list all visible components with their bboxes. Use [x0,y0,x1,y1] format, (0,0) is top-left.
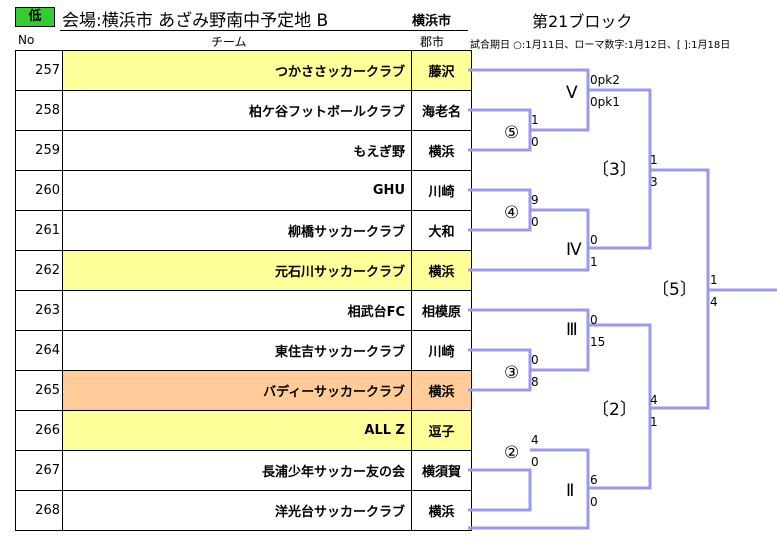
score-s3-bottom: 3 [650,175,658,189]
match-label-mV: Ⅴ [566,83,578,103]
score-m2-bottom: 0 [531,455,539,469]
team-city: 逗子 [411,410,472,451]
team-number: 268 [15,490,63,531]
team-name: つかささッカークラブ [62,50,412,91]
host-city: 横浜市 [412,14,452,29]
match-label-s2: 〔2〕 [592,400,637,420]
score-mIII-top: 0 [590,313,598,327]
team-name: バディーサッカークラブ [62,370,412,411]
match-label-m2: ② [504,443,519,463]
score-m2-top: 4 [531,433,539,447]
match-label-mIV: Ⅳ [566,240,582,260]
bracket-line-mIV [468,208,590,272]
team-number: 263 [15,290,63,331]
score-s2-top: 4 [650,393,658,407]
team-name: GHU [62,170,412,211]
match-label-m4: ④ [504,203,519,223]
team-city: 大和 [411,210,472,251]
score-mII-bottom: 0 [590,495,598,509]
score-s3-top: 1 [650,153,658,167]
score-f5-bottom: 4 [710,295,718,309]
team-number: 259 [15,130,63,171]
team-number: 261 [15,210,63,251]
score-mIII-bottom: 15 [590,335,605,349]
score-mIV-top: 0 [590,233,598,247]
score-mIV-bottom: 1 [590,255,598,269]
team-city: 藤沢 [411,50,472,91]
team-name: 柳橋サッカークラブ [62,210,412,251]
block-title: 第21ブロック [532,12,633,31]
score-m3-top: 0 [531,353,539,367]
team-city: 川崎 [411,170,472,211]
score-m5-bottom: 0 [531,135,539,149]
team-number: 257 [15,50,63,91]
level-badge: 低 [15,7,55,27]
score-m4-top: 9 [531,193,539,207]
bracket-line-m2 [468,468,532,512]
bracket-line-mIII [468,308,590,372]
team-city: 横須賀 [411,450,472,491]
bracket-line-mV-top [468,68,590,132]
team-number: 260 [15,170,63,211]
bracket-line-m4 [468,188,532,232]
score-mII-top: 6 [590,473,598,487]
match-label-f5: 〔5〕 [652,280,697,300]
bracket-line-m3 [468,348,532,392]
match-label-m3: ③ [504,363,519,383]
score-m3-bottom: 8 [531,375,539,389]
team-city: 横浜 [411,250,472,291]
team-name: 洋光台サッカークラブ [62,490,412,531]
column-header-city: 郡市 [420,35,445,49]
header-divider [60,30,468,31]
team-name: 柏ケ谷フットボールクラブ [62,90,412,131]
bracket-line-m5 [468,108,532,152]
venue-title: 会場:横浜市 あざみ野南中予定地 B [62,11,329,31]
score-s2-bottom: 1 [650,415,658,429]
score-mV-top: 0pk2 [590,73,620,87]
schedule-legend: 試合期日 ○:1月11日、ローマ数字:1月12日、[ ]:1月18日 [470,40,731,51]
team-number: 258 [15,90,63,131]
team-city: 川崎 [411,330,472,371]
team-number: 267 [15,450,63,491]
match-label-mIII: Ⅲ [566,320,578,340]
team-city: 海老名 [411,90,472,131]
score-f5-top: 1 [710,273,718,287]
team-name: 長浦少年サッカー友の会 [62,450,412,491]
team-number: 265 [15,370,63,411]
score-mV-bottom: 0pk1 [590,95,620,109]
match-label-mII: Ⅱ [566,481,574,501]
column-header-team: チーム [211,35,247,49]
match-label-m5: ⑤ [504,123,519,143]
team-number: 264 [15,330,63,371]
score-m4-bottom: 0 [531,215,539,229]
column-header-no: No [18,33,35,47]
team-name: 元石川サッカークラブ [62,250,412,291]
team-name: 東住吉サッカークラブ [62,330,412,371]
score-m5-top: 1 [531,113,539,127]
match-label-s3: 〔3〕 [592,160,637,180]
